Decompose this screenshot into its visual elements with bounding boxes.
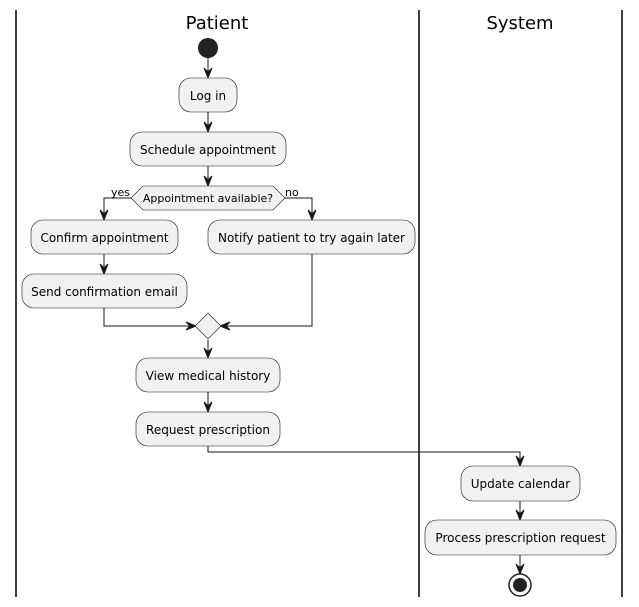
arrowhead [307,209,317,222]
arrowhead [99,209,109,222]
decision-label: Appointment available? [143,192,273,205]
swimlane-title-system: System [486,13,553,34]
action-node-schedule-appointment: Schedule appointment [129,131,287,167]
arrowhead [218,321,231,331]
action-node-update-calendar: Update calendar [460,465,581,502]
action-label: Process prescription request [435,531,605,545]
arrowhead [515,509,525,522]
action-label: Request prescription [146,423,270,437]
action-node-send-confirmation-email: Send confirmation email [21,273,188,309]
end-node [508,573,532,597]
action-label: Log in [190,89,226,103]
edge-notify-to-merge [222,254,313,327]
arrowhead [203,175,213,188]
arrowhead [99,263,109,276]
branch-label-yes: yes [111,186,130,199]
arrowhead [203,121,213,134]
arrowhead [515,563,525,576]
action-node-process-prescription-request: Process prescription request [424,519,617,556]
arrowhead [515,455,525,468]
action-node-log-in: Log in [178,77,238,113]
start-node [198,38,218,58]
action-node-notify-patient: Notify patient to try again later [207,219,416,255]
edge-email-to-merge [103,308,194,327]
arrowhead [203,401,213,414]
merge-node [194,312,222,340]
action-node-confirm-appointment: Confirm appointment [30,219,179,255]
edge-decision-no [285,197,313,218]
arrowhead [203,67,213,80]
action-label: View medical history [146,369,271,383]
action-node-request-prescription: Request prescription [135,411,281,447]
swimlane-title-patient: Patient [186,13,249,34]
action-label: Notify patient to try again later [218,231,405,245]
arrowhead [185,321,198,331]
edge-decision-yes [103,197,131,218]
edge-request-to-calendar [207,446,521,464]
action-label: Update calendar [471,477,571,491]
action-node-view-medical-history: View medical history [135,357,281,393]
arrowhead [203,347,213,360]
action-label: Confirm appointment [40,231,168,245]
edges [99,58,525,576]
action-label: Schedule appointment [140,143,276,157]
branch-label-no: no [285,186,299,199]
action-label: Send confirmation email [31,285,178,299]
decision-appointment-available: Appointment available? [130,185,286,211]
